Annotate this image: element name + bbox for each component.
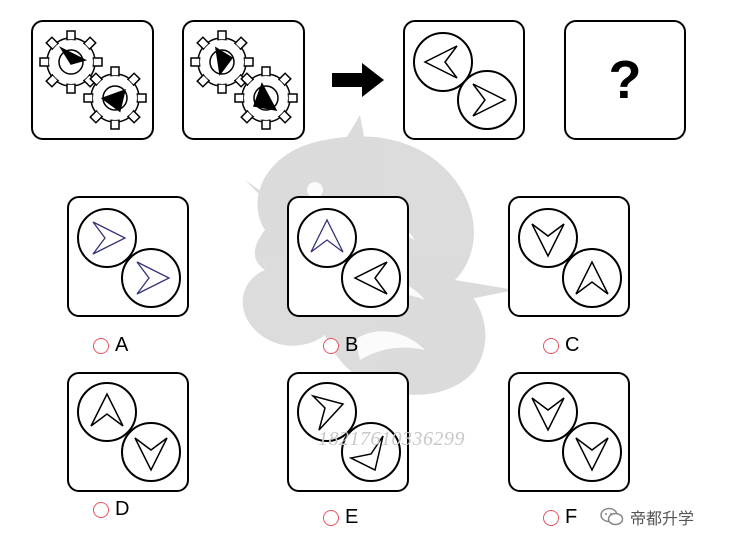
- option-b-panel[interactable]: [287, 196, 409, 317]
- left-chevron-circle: [413, 32, 473, 92]
- gear-icon: [234, 66, 298, 130]
- gear-icon: [39, 30, 103, 94]
- option-b-label: B: [345, 334, 359, 356]
- radio-icon[interactable]: [543, 337, 559, 354]
- option-e-radio[interactable]: E: [323, 506, 358, 529]
- option-e-panel[interactable]: [287, 372, 409, 492]
- gear-icon: [190, 30, 254, 94]
- option-f-label: F: [565, 506, 578, 528]
- option-c-label: C: [565, 334, 580, 356]
- unknown-answer-panel: ?: [564, 20, 686, 140]
- option-b-radio[interactable]: B: [323, 334, 358, 357]
- right-arrow-icon: [332, 63, 384, 97]
- radio-icon[interactable]: [323, 337, 339, 354]
- question-panel-3: [403, 20, 525, 140]
- question-panel-1: [31, 20, 154, 140]
- brand-name: 帝都升学: [630, 511, 695, 528]
- brand-watermark: 帝都升学: [600, 505, 694, 529]
- option-a-radio[interactable]: A: [93, 334, 128, 357]
- option-f-radio[interactable]: F: [543, 506, 577, 529]
- option-a-panel[interactable]: [67, 196, 189, 317]
- right-chevron-circle: [457, 70, 517, 130]
- radio-icon[interactable]: [543, 509, 559, 526]
- option-d-label: D: [115, 498, 130, 520]
- option-f-panel[interactable]: [508, 372, 630, 492]
- option-e-label: E: [345, 506, 359, 528]
- question-mark: ?: [608, 50, 642, 110]
- option-d-panel[interactable]: [67, 372, 189, 492]
- option-c-radio[interactable]: C: [543, 334, 579, 357]
- radio-icon[interactable]: [93, 337, 109, 354]
- option-d-radio[interactable]: D: [93, 498, 129, 521]
- gear-icon: [83, 66, 147, 130]
- radio-icon[interactable]: [93, 501, 109, 518]
- question-panel-2: [182, 20, 305, 140]
- wechat-icon: [600, 507, 624, 526]
- option-c-panel[interactable]: [508, 196, 630, 317]
- radio-icon[interactable]: [323, 509, 339, 526]
- option-a-label: A: [115, 334, 129, 356]
- phone-watermark: 18217610336299: [318, 428, 465, 450]
